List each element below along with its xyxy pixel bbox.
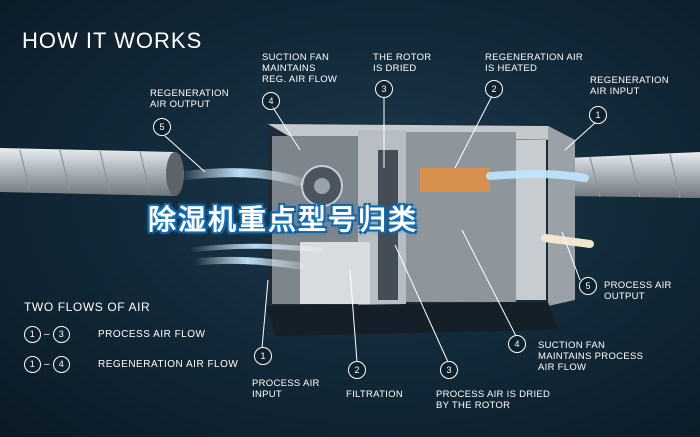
left-duct: [0, 148, 184, 196]
legend-row-process: 1 – 3 PROCESS AIR FLOW: [24, 326, 205, 343]
label-rotor-dried: THE ROTOR IS DRIED: [373, 52, 432, 74]
marker-1-process-input: 1: [254, 347, 272, 365]
legend-from-marker: 1: [24, 326, 41, 343]
marker-4-suction-fan-process: 4: [508, 335, 526, 353]
label-filtration: FILTRATION: [346, 389, 404, 400]
label-regen-output: REGENERATION AIR OUTPUT: [150, 88, 229, 110]
marker-5-regen-output: 5: [153, 118, 171, 136]
marker-3-process-dried: 3: [440, 361, 458, 379]
label-suction-fan-regen: SUCTION FAN MAINTAINS REG. AIR FLOW: [262, 52, 338, 85]
marker-2-filtration: 2: [348, 361, 366, 379]
label-regen-heated: REGENERATION AIR IS HEATED: [485, 52, 584, 74]
legend-dash: –: [43, 359, 51, 370]
marker-1-regen-input: 1: [589, 106, 607, 124]
leader-lines: [164, 95, 597, 363]
page-title: HOW IT WORKS: [22, 28, 203, 53]
label-suction-fan-process: SUCTION FAN MAINTAINS PROCESS AIR FLOW: [538, 340, 644, 373]
legend-dash: –: [43, 329, 51, 340]
cabinet: [266, 124, 575, 336]
air-flows: [175, 168, 594, 270]
legend-to-marker: 3: [53, 326, 70, 343]
legend-title: TWO FLOWS OF AIR: [24, 300, 151, 314]
banner-title: 除湿机重点型号归类: [148, 203, 419, 236]
label-process-output: PROCESS AIR OUTPUT: [604, 280, 672, 302]
legend-to-marker: 4: [53, 356, 70, 373]
legend-label: REGENERATION AIR FLOW: [98, 359, 239, 370]
marker-5-process-output: 5: [579, 277, 597, 295]
legend-from-marker: 1: [24, 356, 41, 373]
marker-2-heated: 2: [485, 80, 503, 98]
label-regen-input: REGENERATION AIR INPUT: [590, 75, 669, 97]
marker-3-rotor: 3: [375, 80, 393, 98]
label-process-dried: PROCESS AIR IS DRIED BY THE ROTOR: [436, 389, 551, 411]
legend-row-regeneration: 1 – 4 REGENERATION AIR FLOW: [24, 356, 238, 373]
label-process-input: PROCESS AIR INPUT: [252, 378, 320, 400]
marker-4-suction-fan: 4: [262, 92, 280, 110]
legend-label: PROCESS AIR FLOW: [98, 329, 206, 340]
